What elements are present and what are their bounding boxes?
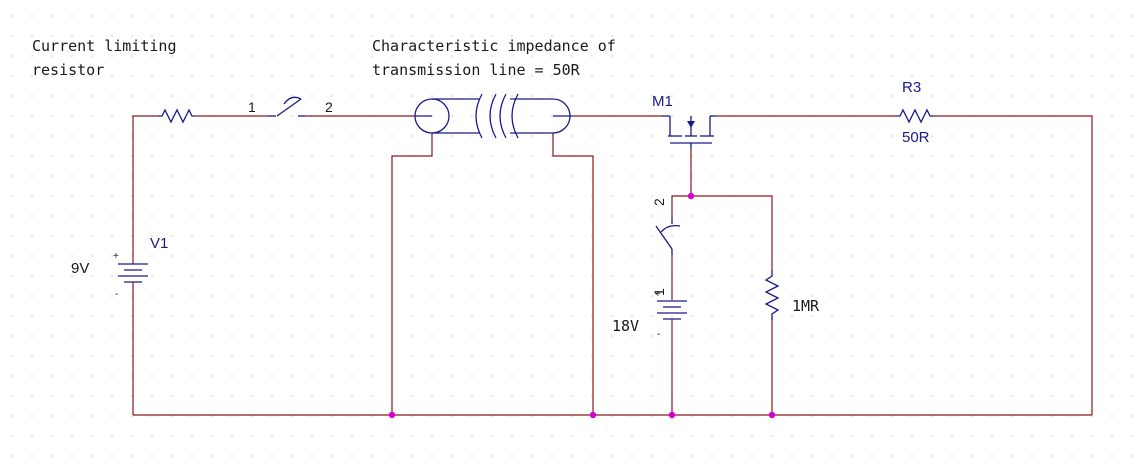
switch-2-pin2-label: 2 — [651, 198, 667, 206]
v1-value: 9V — [71, 260, 89, 277]
switch-1-pin2-label: 2 — [325, 99, 333, 115]
junction-dot — [768, 411, 776, 419]
resistor-note-line1: Current limiting — [32, 37, 177, 55]
wire-tline-shield-right — [552, 133, 594, 415]
junction-dot — [589, 411, 597, 419]
resistor-r3-value: 50R — [902, 129, 930, 146]
wire-left-top — [132, 115, 158, 262]
v1-plus-sign: + — [113, 251, 119, 262]
v1-ref: V1 — [150, 235, 168, 252]
voltage-source-18v: + - 18V — [612, 289, 687, 340]
v1-minus-sign: - — [115, 289, 118, 300]
switch-1: 1 2 — [248, 96, 333, 117]
switch-1-pin1-label: 1 — [248, 99, 256, 115]
resistor-1m-value: 1MR — [792, 297, 820, 315]
resistor-current-limiting — [158, 108, 195, 124]
wire-gate-node-left — [671, 195, 691, 218]
junction-dot — [687, 192, 695, 200]
source-18v-minus-sign: - — [657, 329, 660, 340]
resistor-1m: 1MR — [764, 270, 820, 320]
switch-2: 2 1 — [651, 198, 681, 296]
wire-gate-node-right — [691, 195, 773, 270]
wires — [132, 115, 1093, 416]
resistor-r3-ref: R3 — [902, 79, 921, 96]
wire-tline-shield-left — [391, 133, 433, 415]
annotations: Current limiting resistor Characteristic… — [32, 37, 616, 79]
switch-2-pin1-label: 1 — [651, 288, 667, 296]
tline-note-line2: transmission line = 50R — [372, 61, 581, 79]
junction-dot — [668, 411, 676, 419]
mosfet-m1-ref: M1 — [652, 93, 673, 110]
voltage-source-v1: + - V1 9V — [71, 235, 168, 300]
tline-note-line1: Characteristic impedance of — [372, 37, 616, 55]
junction-dots — [388, 192, 776, 419]
resistor-r3: R3 50R — [896, 79, 934, 146]
transmission-line — [414, 93, 572, 139]
source-18v-plus-sign: + — [655, 289, 661, 300]
junction-dot — [388, 411, 396, 419]
wire-r3-right-down — [934, 115, 1093, 415]
source-18v-value: 18V — [612, 317, 639, 335]
mosfet-m1: M1 — [652, 93, 716, 149]
resistor-note-line2: resistor — [32, 61, 104, 79]
